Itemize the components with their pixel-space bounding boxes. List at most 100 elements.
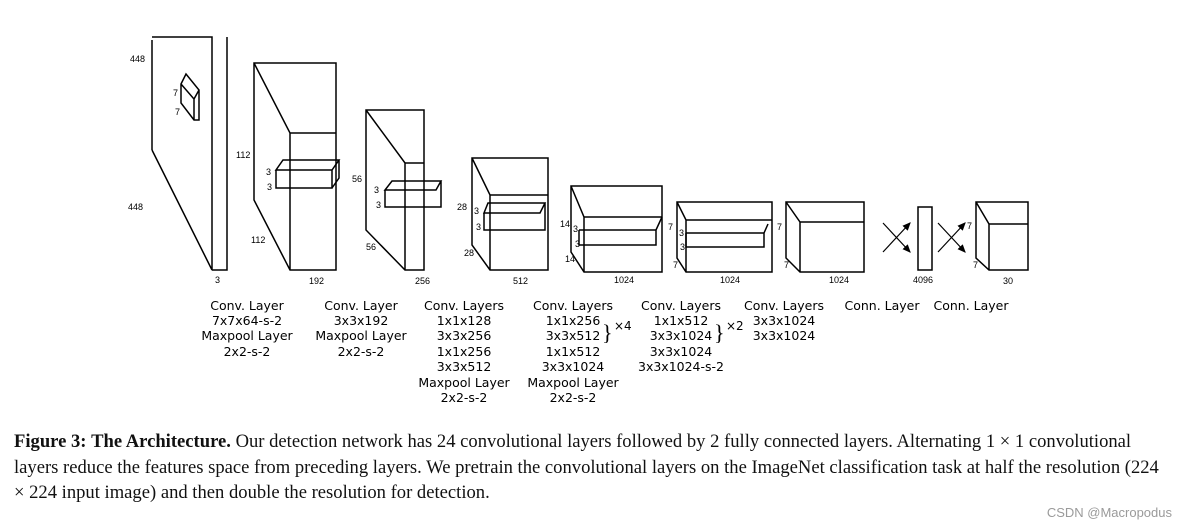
layer-line: 3x3x1024 (542, 359, 605, 374)
layer-line: Conn. Layer (933, 298, 1009, 313)
repeat-count: ×4 (614, 319, 632, 333)
dim-label: 512 (513, 276, 528, 286)
fc-block-4096 (917, 206, 933, 271)
dim-label: 1024 (614, 275, 634, 285)
layer-group-1: Conv. Layer 7x7x64-s-2 Maxpool Layer 2x2… (201, 298, 293, 359)
caption-title: The Architecture. (91, 431, 231, 452)
dim-label: 1024 (829, 275, 849, 285)
conv-block-6 (785, 201, 865, 273)
input-image-block (151, 36, 228, 271)
caption-label: Figure 3: (14, 431, 87, 452)
dim-label: 7 (973, 260, 978, 270)
dim-label: 28 (457, 202, 467, 212)
dim-label: 4096 (913, 275, 933, 285)
dim-label: 3 (680, 242, 685, 252)
layer-line: Conv. Layers (424, 298, 504, 313)
dim-label: 3 (476, 222, 481, 232)
layer-line: Conv. Layers (533, 298, 613, 313)
layer-group-2: Conv. Layer 3x3x192 Maxpool Layer 2x2-s-… (315, 298, 407, 359)
block4-kernel (578, 216, 663, 246)
layer-line: Conv. Layer (324, 298, 398, 313)
block2-kernel (383, 180, 443, 208)
dim-label: 3 (376, 200, 381, 210)
dim-label: 7 (777, 222, 782, 232)
layer-line: 2x2-s-2 (550, 390, 597, 405)
dim-label: 112 (251, 235, 265, 245)
dim-label: 14 (565, 254, 575, 264)
dim-label: 3 (575, 239, 580, 249)
layer-line: Conn. Layer (844, 298, 920, 313)
layer-line: 3x3x256 (437, 328, 492, 343)
layer-line: 3x3x1024 (753, 328, 816, 343)
layer-line: 3x3x512 (437, 359, 492, 374)
layer-line: 3x3x1024 (650, 328, 713, 343)
layer-group-8: Conn. Layer (933, 298, 1009, 313)
layer-group-7: Conn. Layer (844, 298, 920, 313)
layer-line: 7x7x64-s-2 (212, 313, 282, 328)
input-kernel (180, 72, 200, 121)
dim-label: 30 (1003, 276, 1013, 286)
caption-text: Our detection network has 24 convolution… (14, 431, 1159, 503)
dim-label: 1024 (720, 275, 740, 285)
dim-label: 56 (366, 242, 376, 252)
dim-label: 192 (309, 276, 324, 286)
layer-group-6: Conv. Layers 3x3x1024 3x3x1024 (744, 298, 824, 343)
figure-caption: Figure 3: The Architecture. Our detectio… (14, 429, 1164, 506)
conv-block-5 (676, 201, 773, 273)
dim-label: 7 (173, 88, 178, 98)
dim-label: 3 (267, 182, 272, 192)
dim-label: 3 (215, 275, 220, 285)
dim-label: 14 (560, 219, 570, 229)
layer-line: Maxpool Layer (315, 328, 407, 343)
dim-label: 7 (967, 221, 972, 231)
block5-kernel (685, 223, 769, 248)
dim-label: 112 (236, 150, 250, 160)
dim-label: 3 (679, 228, 684, 238)
layer-line: 1x1x256 (546, 313, 601, 328)
layer-group-3: Conv. Layers 1x1x128 3x3x256 1x1x256 3x3… (418, 298, 510, 405)
conv-block-4 (570, 185, 663, 273)
layer-line: 3x3x1024 (753, 313, 816, 328)
layer-line: 2x2-s-2 (338, 344, 385, 359)
fc-connections (882, 222, 966, 253)
conv-block-1 (253, 62, 341, 271)
layer-group-4: Conv. Layers 1x1x256 3x3x512 1x1x512 3x3… (527, 298, 631, 405)
layer-labels: Conv. Layer 7x7x64-s-2 Maxpool Layer 2x2… (201, 298, 1009, 405)
repeat-count: ×2 (726, 319, 744, 333)
dim-label: 56 (352, 174, 362, 184)
layer-line: 3x3x512 (546, 328, 601, 343)
layer-line: Maxpool Layer (201, 328, 293, 343)
block1-kernel (274, 159, 341, 189)
dim-label: 7 (784, 260, 789, 270)
output-block (975, 201, 1029, 271)
dim-label: 3 (474, 206, 479, 216)
dim-label: 3 (266, 167, 271, 177)
dim-label: 3 (374, 185, 379, 195)
layer-line: Maxpool Layer (418, 375, 510, 390)
dim-label: 448 (130, 54, 145, 64)
layer-line: Conv. Layers (744, 298, 824, 313)
dim-label: 7 (668, 222, 673, 232)
layer-line: 2x2-s-2 (441, 390, 488, 405)
dim-label: 448 (128, 202, 143, 212)
repeat-brace: } (714, 320, 725, 345)
dimension-labels: 448 448 3 7 7 112 112 192 3 3 56 56 256 … (128, 54, 1013, 286)
layer-group-5: Conv. Layers 1x1x512 3x3x1024 3x3x1024 3… (638, 298, 744, 374)
layer-line: 1x1x512 (546, 344, 601, 359)
repeat-brace: } (602, 320, 613, 345)
layer-line: 3x3x1024-s-2 (638, 359, 724, 374)
watermark: CSDN @Macropodus (1046, 505, 1172, 520)
layer-line: 2x2-s-2 (224, 344, 271, 359)
layer-line: 1x1x128 (437, 313, 492, 328)
layer-line: Conv. Layers (641, 298, 721, 313)
dim-label: 256 (415, 276, 430, 286)
block3-kernel (482, 202, 547, 231)
layer-line: 1x1x256 (437, 344, 492, 359)
conv-block-2 (365, 109, 443, 271)
dim-label: 3 (573, 224, 578, 234)
layer-line: 1x1x512 (654, 313, 709, 328)
dim-label: 7 (175, 107, 180, 117)
layer-line: 3x3x192 (334, 313, 389, 328)
layer-line: Maxpool Layer (527, 375, 619, 390)
